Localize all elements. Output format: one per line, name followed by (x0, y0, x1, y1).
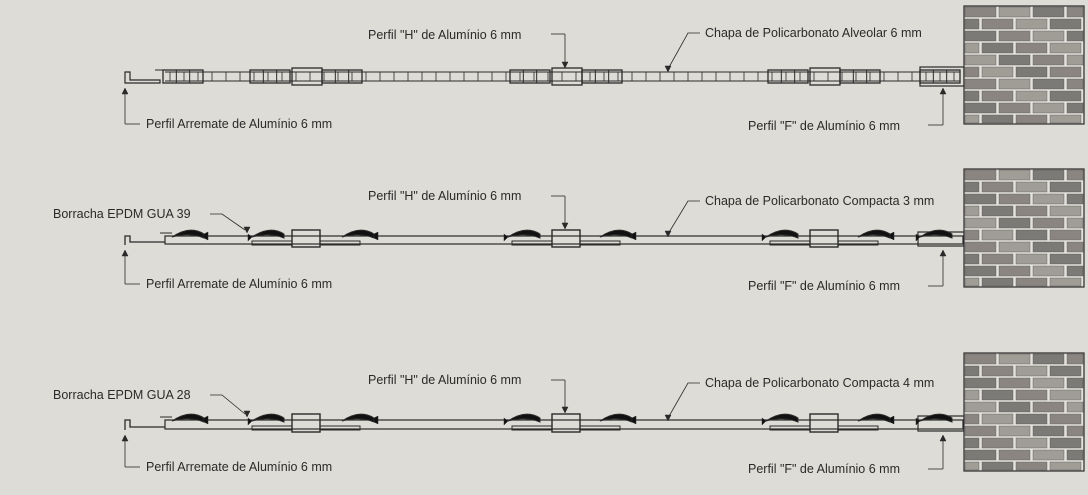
section-3-gasket-label: Borracha EPDM GUA 28 (53, 388, 191, 402)
section-2-h-profile-label: Perfil "H" de Alumínio 6 mm (368, 189, 522, 203)
section-1-h-profile-label: Perfil "H" de Alumínio 6 mm (368, 28, 522, 42)
section-3-trim-profile-label: Perfil Arremate de Alumínio 6 mm (146, 460, 333, 474)
section-3-brick-wall (963, 352, 1085, 472)
section-2-brick-wall (963, 168, 1085, 288)
section-2-drawing (121, 195, 965, 287)
section-3-drawing (121, 379, 965, 470)
section-2-gasket-label: Borracha EPDM GUA 39 (53, 207, 191, 221)
section-1-trim-profile-label: Perfil Arremate de Alumínio 6 mm (146, 117, 333, 131)
section-3-f-profile-label: Perfil "F" de Alumínio 6 mm (748, 462, 900, 476)
section-2-trim-profile-label: Perfil Arremate de Alumínio 6 mm (146, 277, 333, 291)
section-1-f-profile-label: Perfil "F" de Alumínio 6 mm (748, 119, 900, 133)
section-3-sheet-label: Chapa de Policarbonato Compacta 4 mm (705, 376, 935, 390)
section-1-brick-wall (963, 5, 1085, 125)
section-3-h-profile-label: Perfil "H" de Alumínio 6 mm (368, 373, 522, 387)
section-1-drawing (121, 32, 965, 126)
section-2-sheet-label: Chapa de Policarbonato Compacta 3 mm (705, 194, 935, 208)
section-1-sheet-label: Chapa de Policarbonato Alveolar 6 mm (705, 26, 922, 40)
section-2-f-profile-label: Perfil "F" de Alumínio 6 mm (748, 279, 900, 293)
